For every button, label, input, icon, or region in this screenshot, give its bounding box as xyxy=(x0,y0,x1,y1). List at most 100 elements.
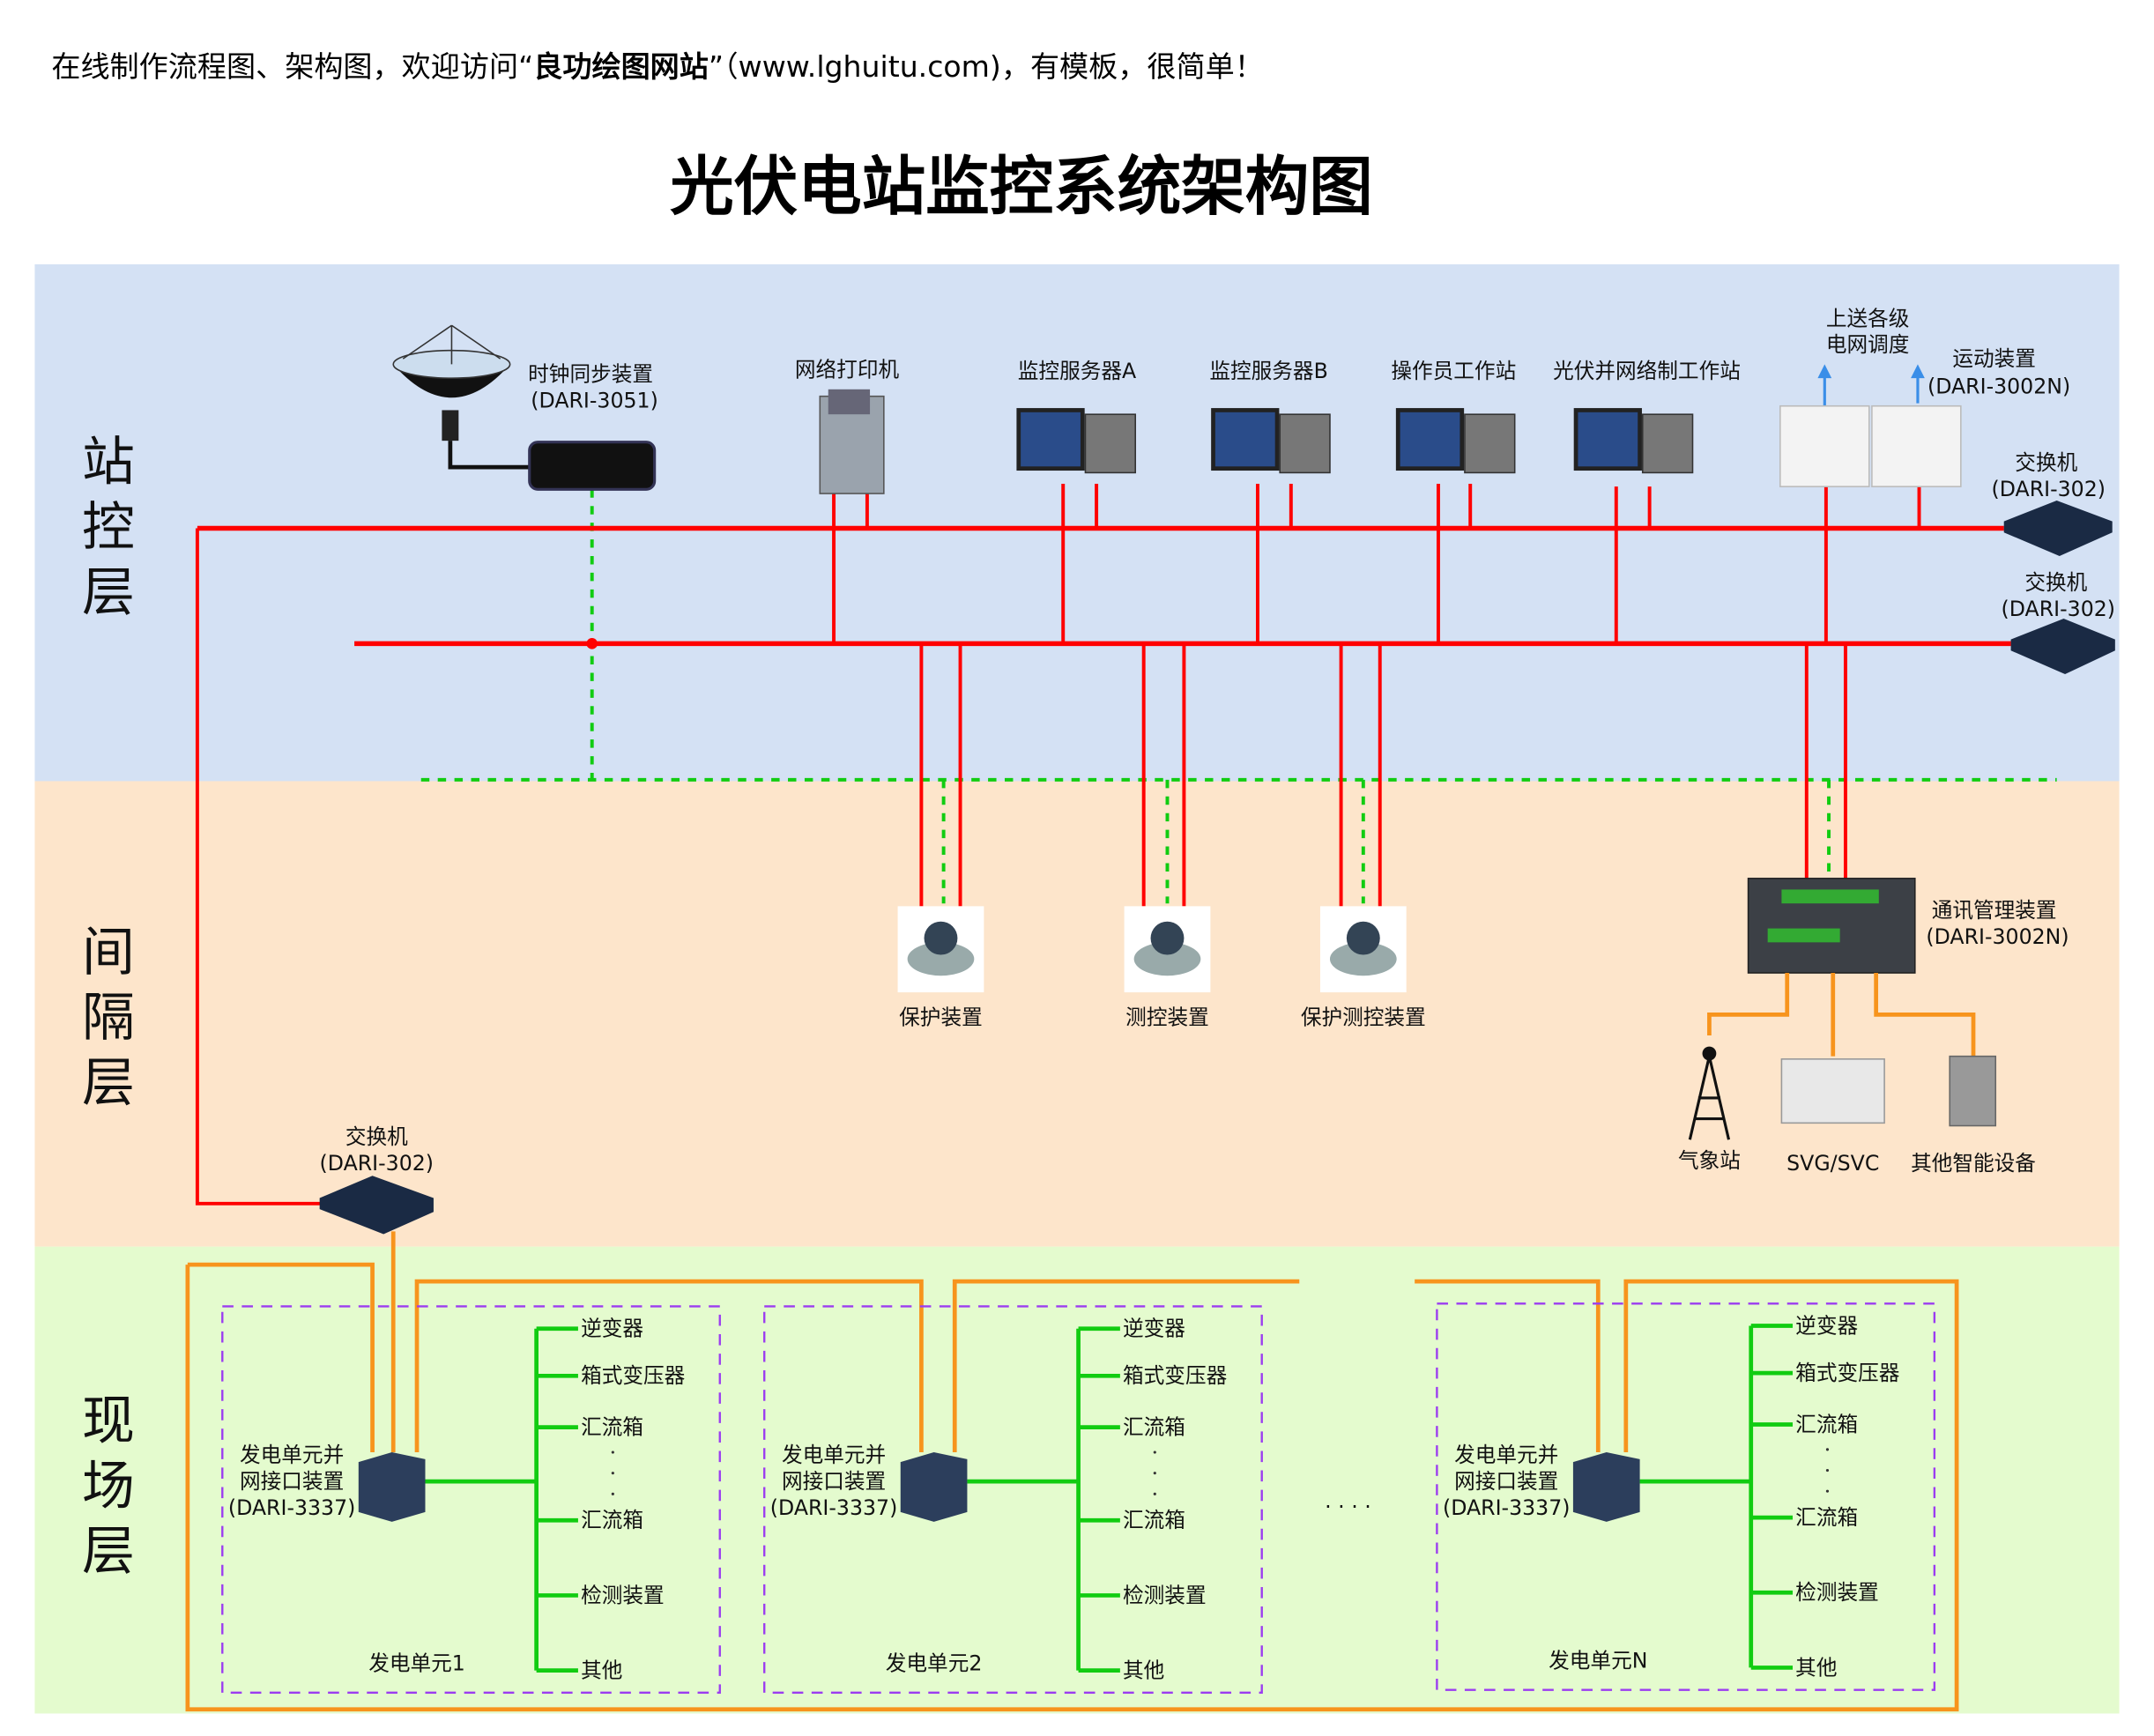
svg-text:网络打印机: 网络打印机 xyxy=(795,358,900,382)
network-printer: 网络打印机 xyxy=(795,358,900,494)
monitor-icon xyxy=(1573,408,1642,471)
svg-text:电网调度: 电网调度 xyxy=(1826,332,1910,357)
switch-icon xyxy=(2003,500,2113,557)
svg-text:其他智能设备: 其他智能设备 xyxy=(1911,1151,2036,1176)
workstation-pv_station: 光伏并网络制工作站 xyxy=(1553,359,1741,474)
workstation-serverB: 监控服务器B xyxy=(1209,359,1331,474)
promo-text: 在线制作流程图、架构图，欢迎访问“良功绘图网站”（www.lghuitu.com… xyxy=(51,49,1263,84)
svg-text:(DARI-3051): (DARI-3051) xyxy=(531,388,658,412)
dispatch-cabinets: 上送各级 电网调度 运动装置 (DARI-3002N) xyxy=(1779,306,2070,487)
dome-device-icon xyxy=(1329,942,1397,976)
bay-switch: 交换机 (DARI-302) xyxy=(319,1124,434,1235)
svg-text:操作员工作站: 操作员工作站 xyxy=(1391,359,1516,383)
svg-text:测控装置: 测控装置 xyxy=(1125,1005,1209,1029)
switch-icon xyxy=(319,1176,434,1235)
generation-unit: 发电单元并网接口装置(DARI-3337)发电单元2逆变器箱式变压器汇流箱汇流箱… xyxy=(763,1305,1263,1694)
svg-text:现: 现 xyxy=(82,1390,135,1451)
svg-text:监控服务器A: 监控服务器A xyxy=(1018,359,1136,383)
svg-text:光伏并网络制工作站: 光伏并网络制工作站 xyxy=(1553,359,1741,383)
field-item: 汇流箱 xyxy=(1123,1508,1185,1532)
dome-device-icon xyxy=(907,942,975,976)
svg-text:发电单元并: 发电单元并 xyxy=(782,1443,886,1467)
svg-text:通讯管理装置: 通讯管理装置 xyxy=(1932,898,2057,923)
field-item: 其他 xyxy=(1123,1658,1164,1682)
svg-text:网接口装置: 网接口装置 xyxy=(240,1469,344,1494)
pc-tower-icon xyxy=(1084,413,1137,474)
svg-text:交换机: 交换机 xyxy=(2015,450,2077,475)
pc-tower-icon xyxy=(1279,413,1331,474)
svg-text:(DARI-3337): (DARI-3337) xyxy=(228,1495,356,1520)
field-item: 检测装置 xyxy=(581,1583,665,1607)
monitor-icon xyxy=(1395,408,1465,471)
weather-station: 气象站 xyxy=(1678,1046,1741,1173)
svg-text:交换机: 交换机 xyxy=(2024,570,2087,595)
inverter-cabinet-icon xyxy=(1572,1452,1640,1522)
bay-device: 测控装置 xyxy=(1124,906,1211,1029)
svg-text:发电单元并: 发电单元并 xyxy=(1454,1443,1558,1467)
svg-text:发电单元N: 发电单元N xyxy=(1549,1648,1647,1673)
switch-icon xyxy=(2010,618,2115,675)
svg-text:发电单元1: 发电单元1 xyxy=(368,1651,465,1676)
field-links xyxy=(185,1231,1959,1712)
pc-tower-icon xyxy=(1641,413,1694,474)
device-cabinet-icon xyxy=(1949,1055,1997,1127)
monitor-icon xyxy=(1016,408,1085,471)
svg-text:运动装置: 运动装置 xyxy=(1952,346,2036,371)
field-item: 检测装置 xyxy=(1795,1580,1879,1605)
sync-lines xyxy=(420,489,2057,904)
dome-device-icon xyxy=(1133,942,1201,976)
inverter-cabinet-icon xyxy=(358,1452,426,1522)
field-item: 汇流箱 xyxy=(581,1415,643,1440)
svg-text:上送各级: 上送各级 xyxy=(1826,306,1910,330)
field-item: 逆变器 xyxy=(581,1317,643,1341)
network-buses xyxy=(195,484,2011,1206)
svg-text:发电单元2: 发电单元2 xyxy=(886,1651,983,1676)
field-item: 检测装置 xyxy=(1123,1583,1207,1607)
comm-manager: 通讯管理装置 (DARI-3002N) xyxy=(1707,878,2069,1057)
station-switch-1: 交换机 (DARI-302) xyxy=(1992,450,2113,557)
pc-tower-icon xyxy=(1464,413,1516,474)
svg-text:场: 场 xyxy=(82,1455,135,1517)
layer-labels: 站 控 层 间 隔 层 现 场 层 xyxy=(82,431,135,1582)
field-item: 汇流箱 xyxy=(1123,1415,1185,1440)
svg-text:层: 层 xyxy=(82,562,135,624)
field-item: 汇流箱 xyxy=(1795,1412,1858,1436)
clock-sync-device: 时钟同步装置 (DARI-3051) xyxy=(392,324,658,491)
svg-text:站: 站 xyxy=(82,431,135,493)
svg-text:(DARI-3002N): (DARI-3002N) xyxy=(1927,375,2070,399)
svg-text:(DARI-302): (DARI-302) xyxy=(320,1151,434,1176)
generation-unit: 发电单元并网接口装置(DARI-3337)发电单元1逆变器箱式变压器汇流箱汇流箱… xyxy=(221,1305,721,1694)
field-item: 箱式变压器 xyxy=(581,1363,685,1388)
bay-device: 保护测控装置 xyxy=(1301,906,1426,1029)
svg-text:网接口装置: 网接口装置 xyxy=(782,1469,886,1494)
svg-text:气象站: 气象站 xyxy=(1678,1148,1741,1173)
inverter-cabinet-icon xyxy=(900,1452,968,1522)
field-item: 其他 xyxy=(1795,1655,1837,1680)
svg-text:(DARI-3337): (DARI-3337) xyxy=(1443,1495,1571,1520)
svg-text:(DARI-3002N): (DARI-3002N) xyxy=(1926,924,2069,949)
svg-svc: SVG/SVC xyxy=(1780,1058,1885,1176)
svg-text:交换机: 交换机 xyxy=(345,1124,408,1149)
workstation-serverA: 监控服务器A xyxy=(1016,359,1137,474)
field-item: 其他 xyxy=(581,1658,622,1682)
cabinet-icon xyxy=(1779,404,1870,487)
antenna-tower-icon xyxy=(1688,1056,1731,1140)
svg-text:间: 间 xyxy=(82,922,135,983)
cabinet-icon xyxy=(1871,404,1962,487)
field-item: 箱式变压器 xyxy=(1123,1363,1227,1388)
field-item: 汇流箱 xyxy=(581,1508,643,1532)
svg-text:层: 层 xyxy=(82,1052,135,1114)
station-switch-2: 交换机 (DARI-302) xyxy=(2002,570,2115,675)
other-smart-devices: 其他智能设备 xyxy=(1911,1055,2036,1176)
bay-device: 保护装置 xyxy=(897,906,984,1029)
monitor-icon xyxy=(1211,408,1280,471)
svg-text:保护装置: 保护装置 xyxy=(899,1005,983,1029)
svg-text:网接口装置: 网接口装置 xyxy=(1454,1469,1558,1494)
field-item: 逆变器 xyxy=(1123,1317,1185,1341)
workstation-operator: 操作员工作站 xyxy=(1391,359,1516,474)
switchgear-icon xyxy=(1780,1058,1885,1124)
svg-text:控: 控 xyxy=(82,496,135,558)
svg-text:保护测控装置: 保护测控装置 xyxy=(1301,1005,1426,1029)
svg-text:(DARI-302): (DARI-302) xyxy=(2002,597,2115,621)
